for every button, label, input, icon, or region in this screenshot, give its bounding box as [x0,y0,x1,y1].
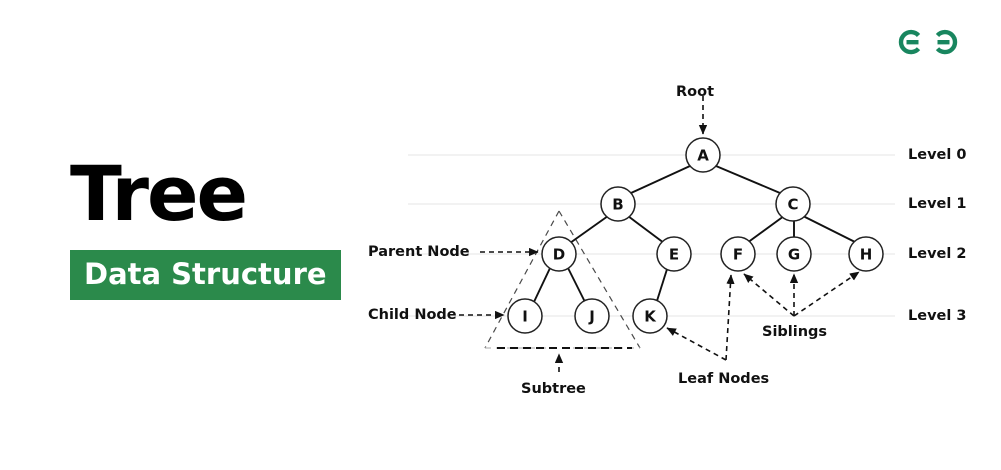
node-H-label: H [860,246,873,264]
annotation-label-subtree: Subtree [521,381,586,397]
level-label-2: Level 2 [908,246,967,262]
geeksforgeeks-logo [896,22,960,62]
node-D-label: D [553,246,565,264]
arrow-siblings-to-F [743,273,795,317]
edge-D-J [566,265,587,305]
node-A[interactable]: A [685,137,721,173]
node-F-label: F [733,246,743,264]
branding-block: Tree Data Structure [70,149,380,301]
node-J[interactable]: J [574,298,610,334]
subtree-triangle-right-edge [558,210,641,349]
node-H[interactable]: H [848,236,884,272]
node-J-label: J [588,308,595,326]
subtree-triangle [484,210,641,349]
tree-nodes: A B C D E F G [507,137,884,334]
node-B-label: B [612,196,623,214]
arrow-siblings-to-H [793,271,860,317]
edge-A-B [630,165,691,194]
edge-A-C [715,165,781,194]
edge-C-H [802,215,858,244]
edge-B-E [627,215,665,244]
page-title: Tree [70,149,248,238]
subtree-triangle-left-edge [484,210,560,349]
edge-E-K [655,265,669,305]
node-G-label: G [788,246,800,264]
node-K-label: K [644,308,657,326]
annotation-arrows [459,96,860,372]
annotation-label-child-node: Child Node [368,307,457,323]
node-A-label: A [697,147,709,165]
node-K[interactable]: K [632,298,668,334]
level-gridlines [408,154,895,317]
node-C-label: C [787,196,798,214]
node-E-label: E [669,246,679,264]
level-label-1: Level 1 [908,196,967,212]
node-B[interactable]: B [600,186,636,222]
arrow-leaf-nodes-to-K [666,327,727,361]
node-F[interactable]: F [720,236,756,272]
node-E[interactable]: E [656,236,692,272]
annotation-label-leaf-nodes: Leaf Nodes [678,371,770,387]
edge-D-I [532,265,552,305]
edge-B-D [569,215,609,244]
arrow-leaf-nodes-to-F [725,274,735,361]
annotation-label-siblings: Siblings [762,324,828,340]
annotation-label-root: Root [676,84,715,100]
annotation-label-parent-node: Parent Node [368,244,470,260]
tree-edges [532,165,858,305]
level-label-0: Level 0 [908,147,967,163]
node-D[interactable]: D [541,236,577,272]
edge-C-F [746,215,785,244]
level-label-3: Level 3 [908,308,967,324]
node-I[interactable]: I [507,298,543,334]
node-I-label: I [522,308,528,326]
subtitle-banner: Data Structure [70,250,341,301]
node-G[interactable]: G [776,236,812,272]
node-C[interactable]: C [775,186,811,222]
